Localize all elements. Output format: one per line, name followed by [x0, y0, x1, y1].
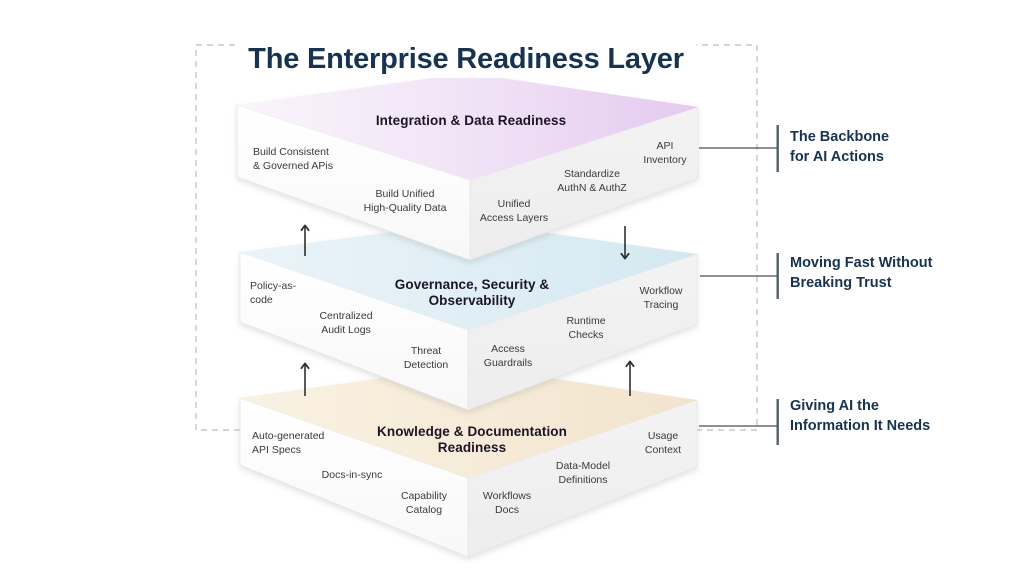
layer-slab-integration: [236, 73, 699, 261]
page-title: The Enterprise Readiness Layer: [236, 41, 696, 79]
callout-bar: [776, 253, 779, 299]
governance-top-face: [240, 222, 697, 330]
label-build-consistent: Build Consistent& Governed APis: [253, 146, 333, 172]
governance-right-face: [467, 253, 698, 411]
layer-title-knowledge: Knowledge & Documentation Readiness: [376, 424, 568, 455]
integration-top-face: [237, 73, 698, 180]
layer-slab-knowledge: [239, 366, 698, 558]
callout-bar: [776, 125, 779, 172]
label-docs-in-sync: Docs-in-sync: [321, 469, 383, 481]
layer-title-governance: Governance, Security & Observability: [394, 277, 550, 308]
knowledge-top-face: [240, 366, 697, 478]
callout-bar: [776, 399, 779, 445]
knowledge-right-face: [467, 399, 698, 558]
layer-slab-governance: [239, 222, 698, 411]
layer-title-integration: Integration & Data Readiness: [375, 113, 567, 128]
label-policy-as-code: Policy-as-code: [250, 280, 297, 306]
